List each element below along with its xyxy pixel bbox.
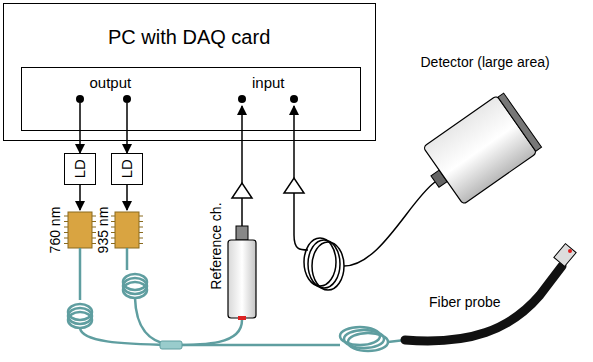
node-text: PC with DAQ card — [108, 26, 270, 49]
input-wires — [242, 106, 294, 183]
wavelength-label: 935 nm — [95, 207, 111, 254]
node-text: LD — [71, 159, 88, 178]
node-text: LD — [118, 159, 135, 178]
part-label: Fiber probe — [429, 294, 501, 310]
drive-arrow — [126, 131, 128, 153]
output-wires — [80, 103, 127, 130]
fiber-coupler — [160, 341, 182, 349]
laser-driver-box: LD — [64, 153, 96, 185]
daq-card-box: output input — [21, 67, 361, 131]
node-text: output — [90, 74, 132, 91]
reference-detector — [228, 198, 256, 320]
part-label: Detector (large area) — [421, 54, 550, 70]
wavelength-label: 760 nm — [47, 207, 63, 254]
fiber-probe — [405, 244, 576, 341]
large-area-detector — [415, 92, 543, 211]
detector-cable — [294, 182, 435, 290]
node-text: input — [252, 74, 285, 91]
pc-box: PC with DAQ card output input — [3, 3, 376, 141]
terminal-dots — [76, 95, 298, 103]
channel-label: Reference ch. — [207, 202, 223, 289]
amplifier-symbols — [232, 178, 304, 198]
laser-driver-box: LD — [111, 153, 143, 185]
drive-arrow — [79, 131, 81, 153]
drive-wires — [80, 185, 127, 210]
